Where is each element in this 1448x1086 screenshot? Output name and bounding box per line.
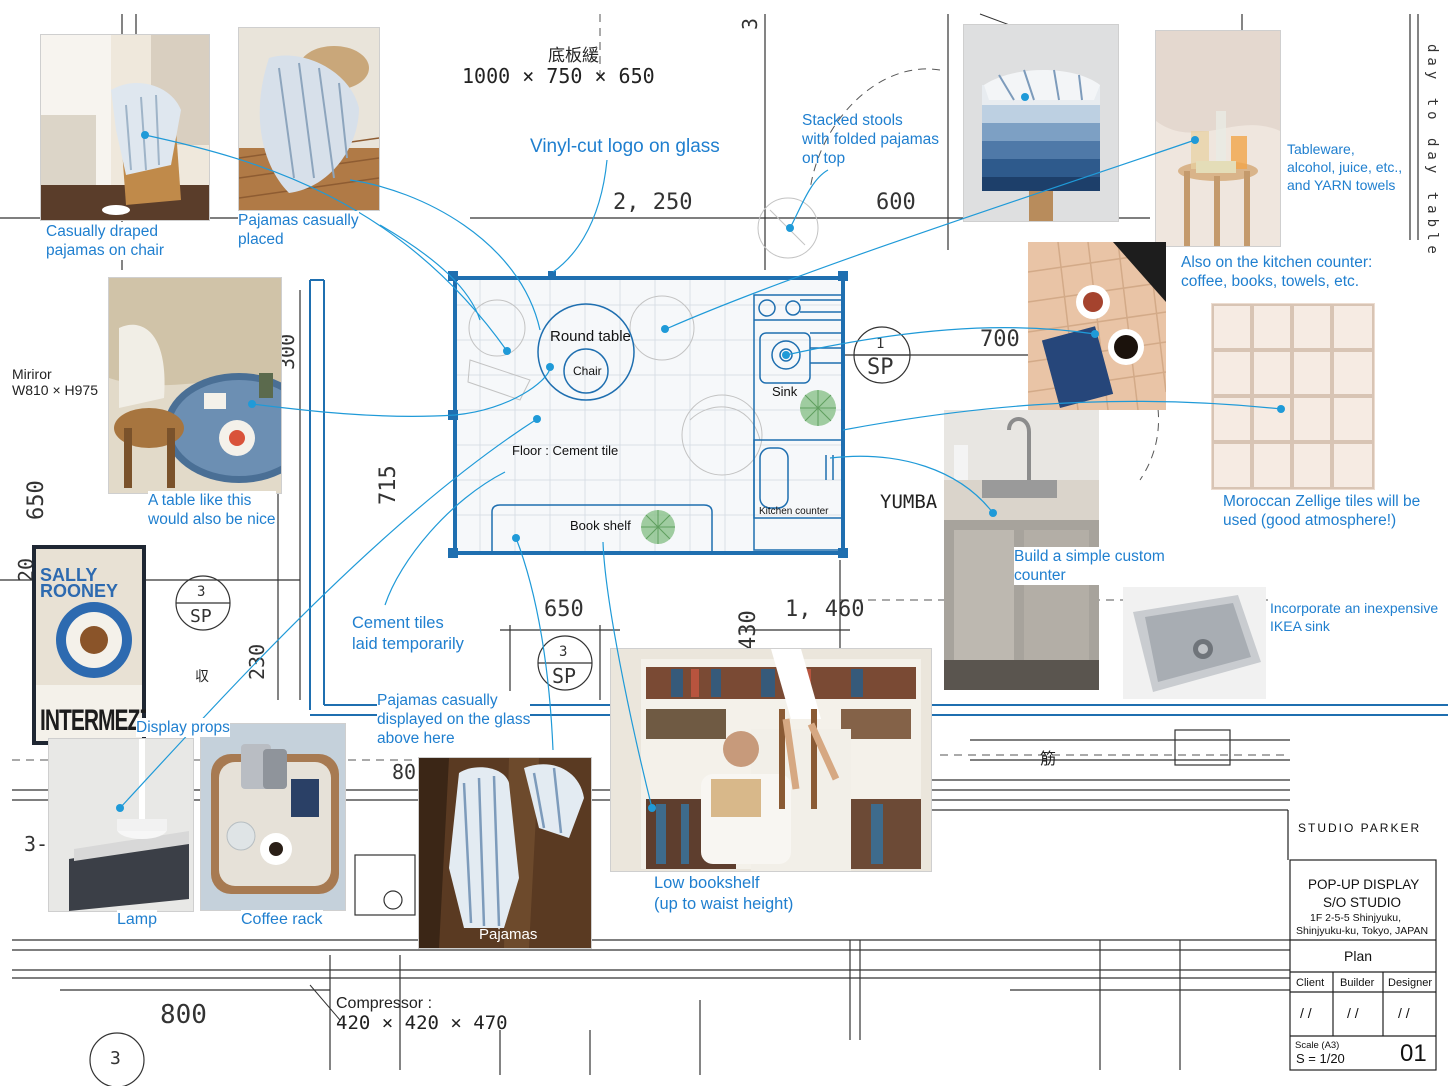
photo-pajamas-hanging: Pajamas: [418, 757, 592, 949]
photo-coffee-tiles: [1028, 242, 1166, 410]
dim-650: 650: [544, 597, 584, 622]
note-cement-tiles: Cement tiles laid temporarily: [352, 614, 464, 653]
photo-coffee-rack: [200, 723, 346, 911]
note-pajamas-glass: Pajamas casually displayed on the glass …: [377, 691, 531, 748]
col-builder: Builder: [1340, 977, 1375, 989]
photo-table: [108, 277, 282, 494]
note-low-bookshelf: Low bookshelf (up to waist height): [654, 873, 794, 915]
scale-value: S = 1/20: [1296, 1051, 1345, 1066]
dim-80: 80: [392, 760, 417, 784]
photo-zellige-tiles: [1211, 303, 1375, 490]
sp-marker-3-num: 3: [197, 584, 206, 600]
photo-ikea-sink: [1123, 587, 1266, 699]
sp-marker-3-label: SP: [190, 606, 212, 627]
photo-bookshelf: [610, 648, 932, 872]
dim-700: 700: [980, 327, 1020, 352]
chair-label: Chair: [573, 364, 602, 378]
note-display-props: Display props: [136, 718, 230, 737]
note-kitchen-counter-items: Also on the kitchen counter: coffee, boo…: [1181, 254, 1373, 290]
book-title: INTERMEZZO: [40, 705, 146, 738]
floor-label: Floor : Cement tile: [512, 443, 619, 458]
note-vinyl-logo: Vinyl-cut logo on glass: [530, 136, 720, 157]
note-coffee-rack: Coffee rack: [241, 910, 323, 929]
note-zellige: Moroccan Zellige tiles will be used (goo…: [1223, 493, 1421, 529]
builder-date: / /: [1347, 1005, 1359, 1021]
plan-kanji-2: 筋: [1040, 751, 1057, 768]
note-lamp: Lamp: [117, 910, 158, 929]
note-ikea-sink: Incorporate an inexpensive IKEA sink: [1270, 599, 1439, 635]
sheet-number: 01: [1400, 1040, 1427, 1067]
fridge-dimensions: 1000 × 750 × 650: [462, 64, 655, 88]
sink-label: Sink: [772, 384, 798, 399]
dim-1460: 1, 460: [785, 597, 865, 622]
kitchen-counter-label: Kitchen counter: [759, 506, 829, 517]
photo-tableware: [1155, 30, 1281, 247]
pajamas-photo-caption: Pajamas: [479, 926, 538, 943]
photo-pajamas-on-chair: [40, 34, 210, 221]
col-designer: Designer: [1388, 977, 1433, 989]
dim-34: 3-: [24, 832, 49, 856]
scale-label: Scale (A3): [1295, 1040, 1340, 1051]
mirror-note: Miriror W810 × H975: [12, 366, 98, 398]
designer-date: / /: [1398, 1005, 1410, 1021]
yumba-label: YUMBA: [880, 491, 938, 513]
plan-kanji-3: 収: [195, 668, 209, 684]
note-pajamas-placed: Pajamas casually placed: [238, 211, 359, 249]
col-client: Client: [1296, 977, 1325, 989]
bookshelf-label: Book shelf: [570, 518, 631, 533]
photo-pajamas-placed: [238, 27, 380, 211]
compressor-label: Compressor :: [336, 995, 433, 1012]
note-table-nice: A table like this would also be nice: [148, 491, 276, 529]
project-name: POP-UP DISPLAY: [1308, 877, 1420, 892]
marker-3-bottom: 3: [110, 1048, 121, 1069]
sp-marker-3b-label: SP: [552, 664, 577, 688]
fridge-kanji: 底板緩: [548, 46, 599, 65]
photo-book-intermezzo: SALLY ROONEY INTERMEZZO: [32, 545, 146, 745]
note-tableware: Tableware, alcohol, juice, etc., and YAR…: [1287, 141, 1403, 193]
sp-marker-1-num: 1: [876, 336, 885, 352]
dim-600: 600: [876, 190, 916, 215]
drawing-title: Plan: [1344, 948, 1373, 964]
studio-name: STUDIO PARKER: [1298, 821, 1422, 835]
client-date: / /: [1300, 1005, 1312, 1021]
note-custom-counter: Build a simple custom counter: [1014, 547, 1165, 585]
sp-marker-3b-num: 3: [559, 644, 568, 660]
dim-2250: 2, 250: [613, 190, 693, 215]
dim-800: 800: [160, 1000, 207, 1030]
sp-marker-1-label: SP: [867, 355, 894, 380]
round-table-label: Round table: [550, 328, 631, 345]
note-stacked-stools: Stacked stools with folded pajamas on to…: [802, 112, 939, 167]
address-line-1: 1F 2-5-5 Shinjyuku,: [1310, 912, 1402, 924]
note-draped-pajamas: Casually draped pajamas on chair: [46, 222, 165, 260]
compressor-dimensions: 420 × 420 × 470: [336, 1012, 508, 1034]
client-name: S/O STUDIO: [1323, 895, 1402, 910]
book-author: SALLY ROONEY: [40, 565, 119, 601]
photo-lamp: [48, 738, 194, 912]
address-line-2: Shinjyuku-ku, Tokyo, JAPAN: [1296, 925, 1429, 937]
photo-stacked-pajamas: [963, 24, 1119, 222]
